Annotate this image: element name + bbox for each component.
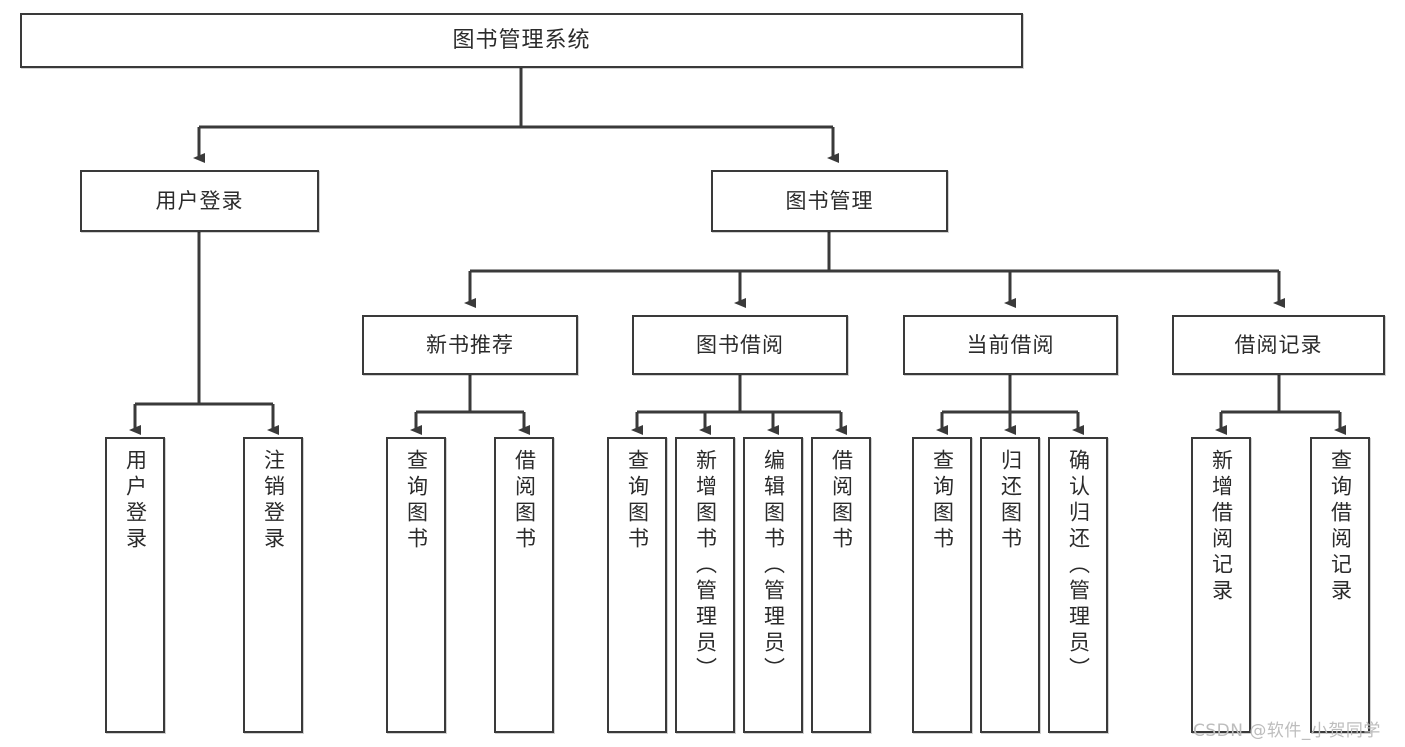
- node-label: 借阅记录: [1234, 332, 1323, 357]
- leaf-user-login-login[interactable]: 用户登录: [105, 437, 165, 733]
- leaf-current-confirm-return[interactable]: 确认归还（管理员）: [1048, 437, 1108, 733]
- leaf-borrow-edit-book[interactable]: 编辑图书（管理员）: [743, 437, 803, 733]
- csdn-watermark: CSDN @软件_小贺同学: [1193, 721, 1381, 741]
- node-label: 确认归还（管理员）: [1066, 449, 1091, 683]
- leaf-user-login-logout[interactable]: 注销登录: [243, 437, 303, 733]
- node-label: 新增图书（管理员）: [693, 449, 718, 683]
- node-label: 注销登录: [261, 449, 286, 553]
- node-label: 查询借阅记录: [1328, 449, 1353, 605]
- node-label: 借阅图书: [512, 449, 537, 553]
- leaf-current-query-book[interactable]: 查询图书: [912, 437, 972, 733]
- node-label: 图书管理: [785, 188, 874, 213]
- node-label: 新增借阅记录: [1209, 449, 1234, 605]
- leaf-current-return-book[interactable]: 归还图书: [980, 437, 1040, 733]
- node-user-login[interactable]: 用户登录: [80, 170, 319, 232]
- node-new-book-recommend[interactable]: 新书推荐: [362, 315, 578, 375]
- node-label: 新书推荐: [426, 332, 514, 357]
- node-book-management[interactable]: 图书管理: [711, 170, 948, 232]
- leaf-borrow-borrow-book[interactable]: 借阅图书: [811, 437, 871, 733]
- node-borrow-records[interactable]: 借阅记录: [1172, 315, 1385, 375]
- leaf-records-add-record[interactable]: 新增借阅记录: [1191, 437, 1251, 733]
- leaf-new-book-borrow[interactable]: 借阅图书: [494, 437, 554, 733]
- leaf-borrow-add-book[interactable]: 新增图书（管理员）: [675, 437, 735, 733]
- node-label: 图书管理系统: [452, 27, 591, 53]
- node-label: 查询图书: [625, 449, 650, 553]
- leaf-records-query-record[interactable]: 查询借阅记录: [1310, 437, 1370, 733]
- node-label: 借阅图书: [829, 449, 854, 553]
- node-root-system[interactable]: 图书管理系统: [20, 13, 1023, 68]
- leaf-new-book-query[interactable]: 查询图书: [386, 437, 446, 733]
- node-label: 用户登录: [123, 449, 148, 553]
- node-label: 图书借阅: [696, 332, 784, 357]
- leaf-borrow-query-book[interactable]: 查询图书: [607, 437, 667, 733]
- node-label: 用户登录: [155, 188, 244, 213]
- node-label: 查询图书: [404, 449, 429, 553]
- node-label: 查询图书: [930, 449, 955, 553]
- node-label: 编辑图书（管理员）: [761, 449, 786, 683]
- node-label: 归还图书: [998, 449, 1023, 553]
- node-label: 当前借阅: [966, 332, 1055, 357]
- node-book-borrow[interactable]: 图书借阅: [632, 315, 848, 375]
- node-current-borrow[interactable]: 当前借阅: [903, 315, 1118, 375]
